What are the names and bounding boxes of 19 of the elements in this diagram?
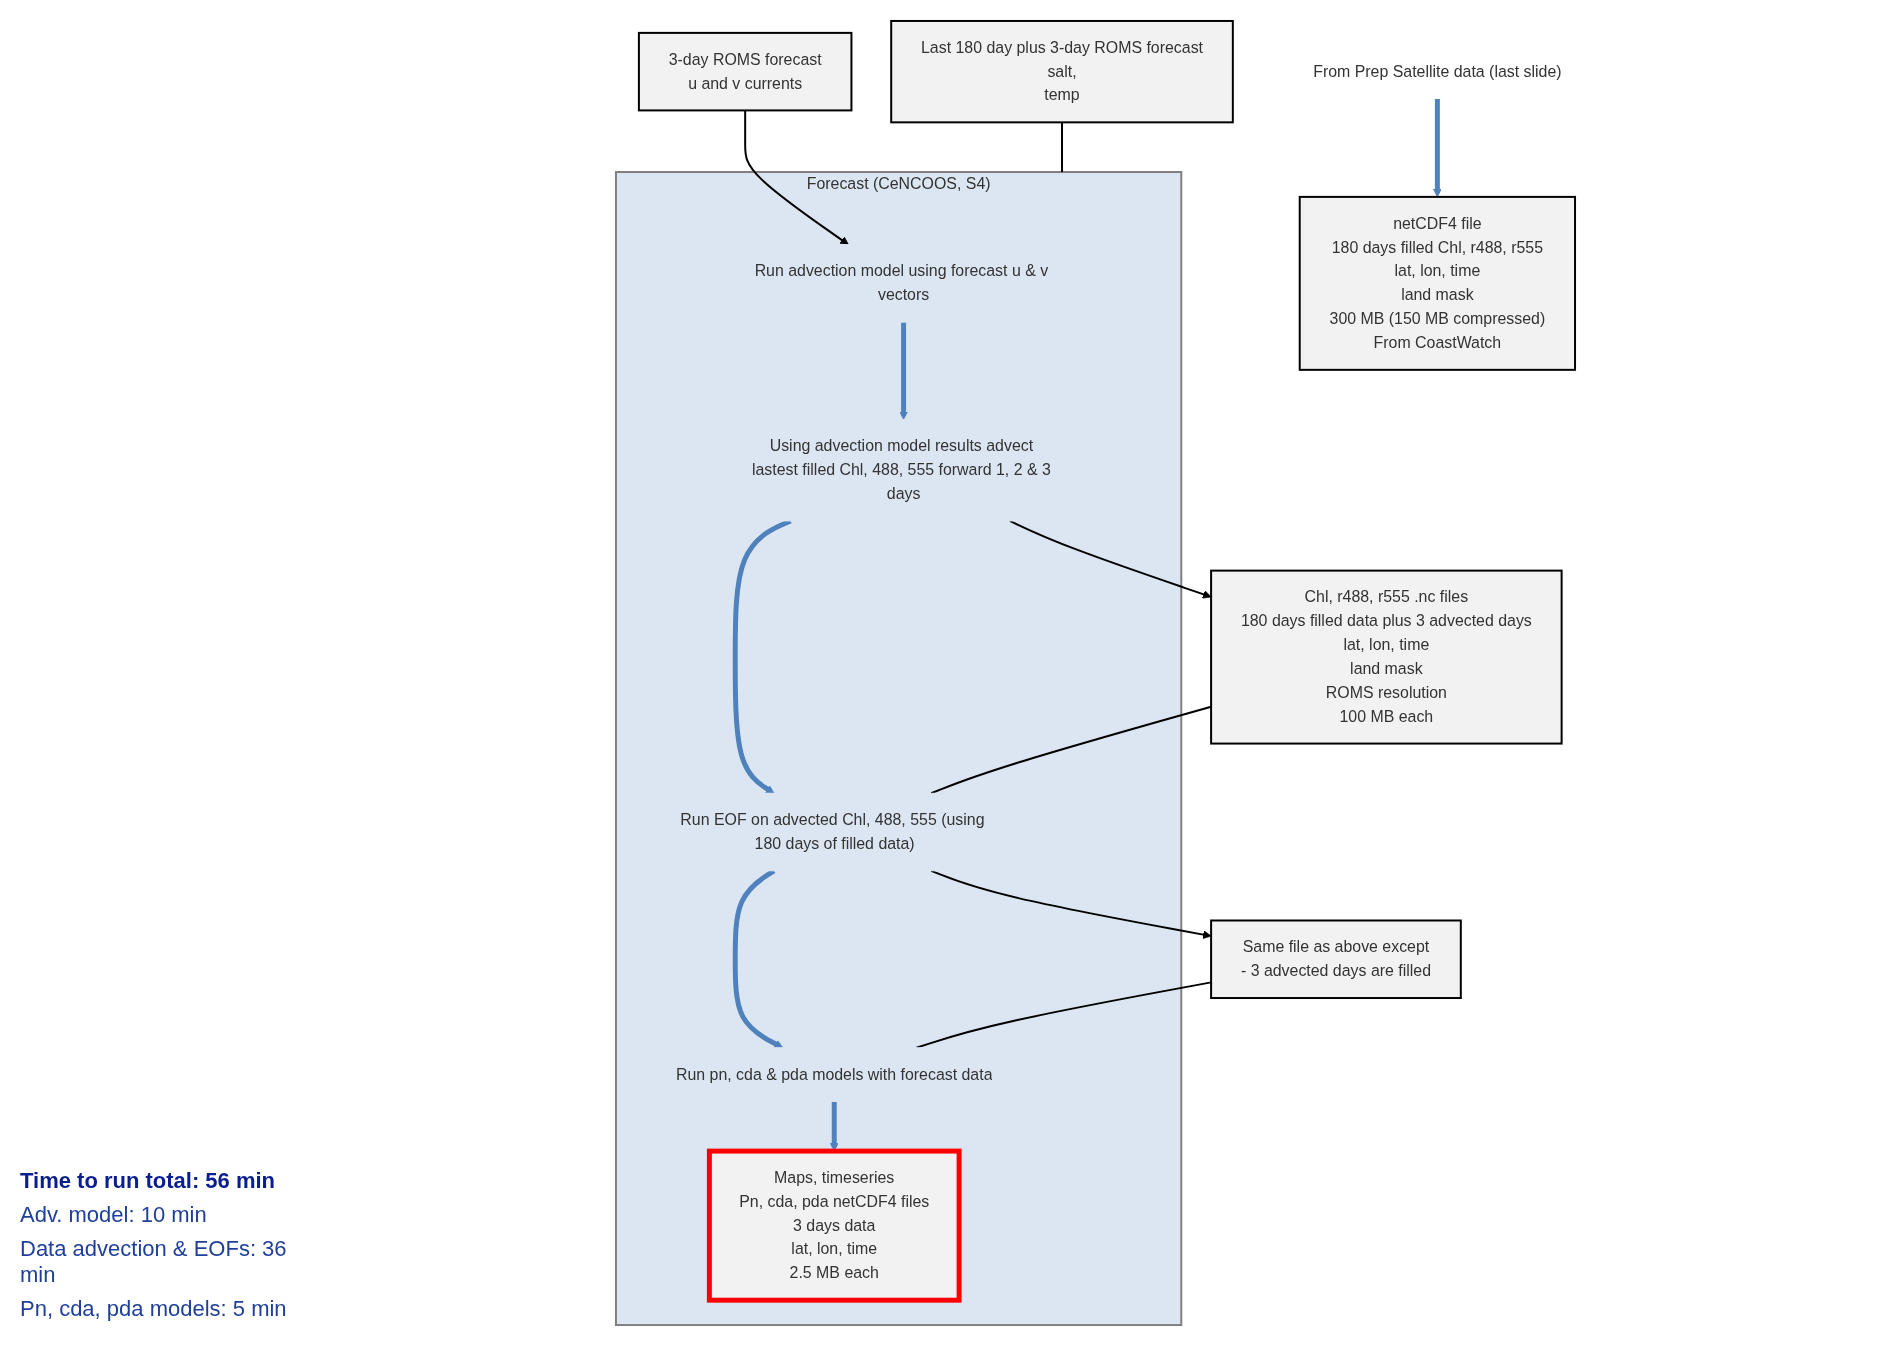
timing-note: Pn, cda, pda models: 5 min (20, 1296, 288, 1322)
timing-note: Adv. model: 10 min (20, 1202, 208, 1228)
node-text: From Prep Satellite data (last slide) (1313, 62, 1562, 80)
node-text: Run pn, cda & pda models with forecast data (675, 1065, 993, 1083)
timing-note: Data advection & EOFs: 36 min (20, 1236, 288, 1288)
connector (1060, 121, 1063, 174)
node-text: Using advection model results advect lastest filled Chl, 488, 555 forward 1, 2 & 3 days (751, 437, 1051, 503)
node-box: Maps, timeseries Pn, cda, pda netCDF4 files 3 days data lat, lon, time 2.5 MB each (706, 1148, 962, 1303)
summary-heading: Time to run total: 56 min (20, 1168, 277, 1194)
arrow (899, 322, 908, 420)
node-box: Chl, r488, r555 .nc files 180 days filled data plus 3 advected days lat, lon, time land mask ROMS resolution 100 MB each (1209, 569, 1563, 745)
node-text: Run advection model using forecast u & v vectors (754, 262, 1048, 304)
node-box: 3-day ROMS forecast u and v currents (637, 31, 853, 112)
node-box: Last 180 day plus 3-day ROMS forecast salt, temp (890, 19, 1234, 124)
node-text: Run EOF on advected Chl, 488, 555 (using 180 days of filled data) (680, 811, 985, 852)
node-box: netCDF4 file 180 days filled Chl, r488, r555 lat, lon, time land mask 300 MB (150 MB compressed) From CoastWatch (1298, 195, 1576, 371)
node-box: Same file as above except - 3 advected days are filled (1209, 919, 1462, 1000)
arrow (744, 109, 849, 245)
arrow (1432, 98, 1442, 198)
